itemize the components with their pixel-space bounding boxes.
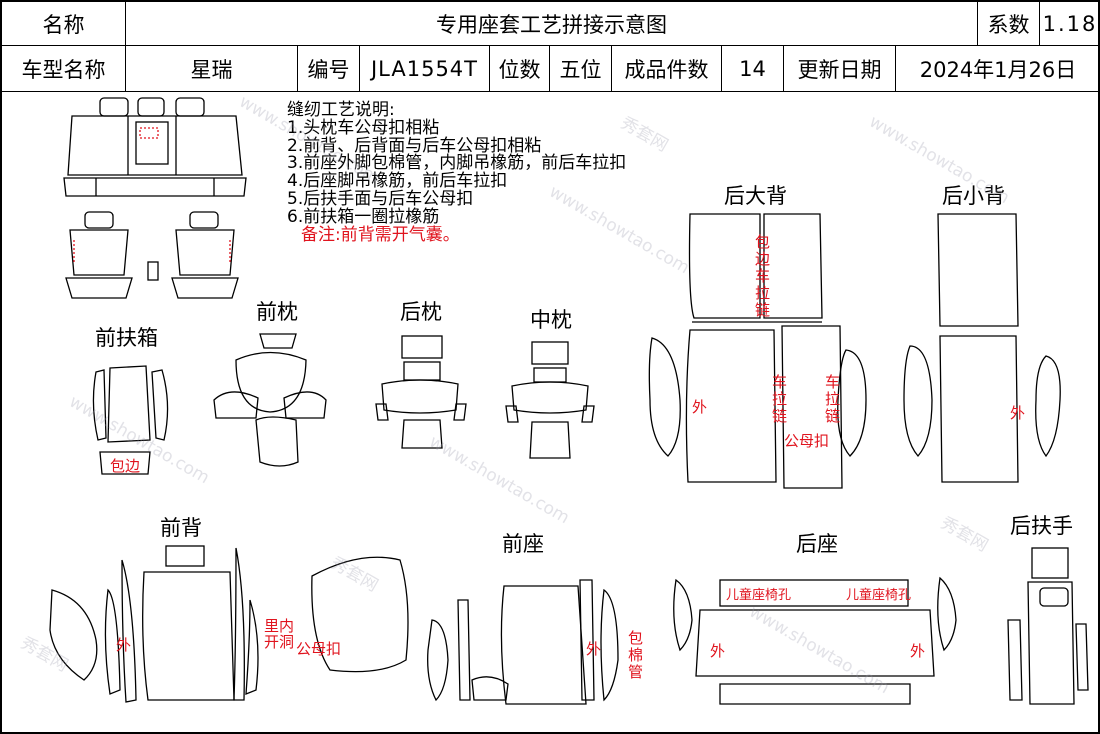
rear-seat-pieces <box>673 576 957 705</box>
section-front-armbox: 前扶箱 <box>95 326 158 350</box>
annotation-child-seat-hole: 儿童座椅孔 <box>726 588 792 603</box>
model-value: 星瑞 <box>126 46 298 92</box>
annotation-snap: 公母扣 <box>784 432 830 450</box>
notes-item: 1.头枕车公母扣相粘 <box>287 117 440 138</box>
middle-headrest-pieces <box>505 341 595 459</box>
annotation-wrap-edge-zip: 包边车拉链 <box>754 233 770 319</box>
notes-item: 2.前背、后背面与后车公母扣相粘 <box>287 135 542 156</box>
annotation-sew-zip: 车拉链 <box>771 373 787 425</box>
annotation-cotton-tube: 包棉管 <box>627 629 643 681</box>
notes-title: 缝纫工艺说明: <box>287 100 395 120</box>
seats-value: 五位 <box>550 46 612 92</box>
annotation-snap: 公母扣 <box>296 640 342 658</box>
name-label: 名称 <box>2 2 126 46</box>
front-seat-pieces <box>311 556 619 705</box>
annotation-child-seat-hole: 儿童座椅孔 <box>846 588 912 603</box>
front-back-pieces <box>49 545 259 703</box>
model-label: 车型名称 <box>2 46 126 92</box>
front-armbox-pieces <box>92 365 169 475</box>
seats-label: 位数 <box>490 46 550 92</box>
sewing-notes: 缝纫工艺说明: 1.头枕车公母扣相粘 2.前背、后背面与后车公母扣相粘 3.前座… <box>287 100 627 245</box>
pieces-label: 成品件数 <box>612 46 722 92</box>
section-rear-seat: 后座 <box>796 532 838 556</box>
front-seats-illustration <box>65 211 239 299</box>
rear-headrest-pieces <box>375 335 467 449</box>
annotation-outer: 外 <box>910 642 926 660</box>
front-headrest-pieces <box>213 333 327 467</box>
notes-item: 3.前座外脚包棉管，内脚吊橡筋，前后车拉扣 <box>287 153 627 174</box>
coef-value: 1.18 <box>1040 2 1100 46</box>
annotation-outer: 外 <box>1010 404 1026 422</box>
notes-remark: 备注:前背需开气囊。 <box>301 224 460 245</box>
section-front-seat: 前座 <box>502 532 544 556</box>
section-rear-headrest: 后枕 <box>400 300 442 324</box>
annotation-outer: 外 <box>710 642 726 660</box>
date-label: 更新日期 <box>784 46 896 92</box>
pieces-value: 14 <box>722 46 784 92</box>
notes-item: 6.前扶箱一圈拉橡筋 <box>287 206 440 227</box>
sheet-title: 专用座套工艺拼接示意图 <box>126 2 978 46</box>
section-front-headrest: 前枕 <box>256 300 298 324</box>
annotation-outer: 外 <box>586 640 602 658</box>
annotation-outer: 外 <box>116 636 132 654</box>
annotation-sew-zip: 车拉链 <box>824 373 840 425</box>
section-rear-small-back: 后小背 <box>942 184 1005 208</box>
code-value: JLA1554T <box>360 46 490 92</box>
section-rear-big-back: 后大背 <box>724 184 787 208</box>
section-rear-armrest: 后扶手 <box>1010 514 1073 538</box>
rear-bench-illustration <box>63 97 247 197</box>
section-front-back: 前背 <box>160 516 202 540</box>
rear-big-back-pieces <box>648 213 867 489</box>
annotation-wrap-edge: 包边 <box>110 457 141 475</box>
coef-label: 系数 <box>978 2 1040 46</box>
annotation-inner-hole: 里内开洞 <box>264 617 295 651</box>
notes-item: 5.后扶手面与后车公母扣 <box>287 188 474 209</box>
section-middle-headrest: 中枕 <box>530 308 572 332</box>
date-value: 2024年1月26日 <box>896 46 1100 92</box>
annotation-outer: 外 <box>692 398 708 416</box>
code-label: 编号 <box>298 46 360 92</box>
notes-item: 4.后座脚吊橡筋，前后车拉扣 <box>287 171 508 192</box>
rear-small-back-pieces <box>903 213 1061 483</box>
rear-armrest-pieces <box>1007 547 1089 705</box>
